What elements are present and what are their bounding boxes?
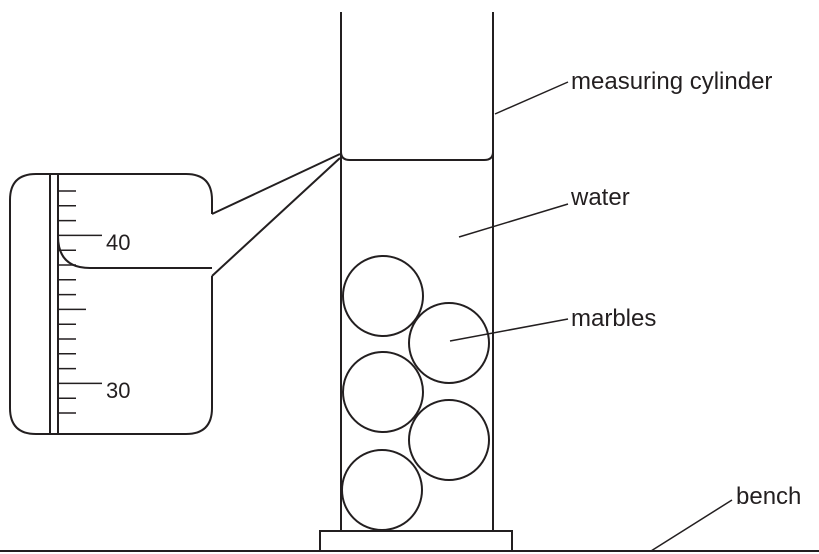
- marble: [408, 399, 490, 481]
- marble: [341, 449, 423, 531]
- callout-pointer-upper: [211, 153, 341, 215]
- scale-label-30: 30: [106, 378, 130, 403]
- magnified-scale-callout: 40 30: [9, 153, 341, 435]
- label-marbles: marbles: [571, 305, 656, 332]
- label-bench: bench: [736, 483, 801, 510]
- scale-label-40: 40: [106, 230, 130, 255]
- water-meniscus: [340, 151, 494, 161]
- marbles-group: [341, 255, 490, 531]
- label-measuring-cylinder: measuring cylinder: [571, 68, 772, 95]
- marble: [342, 255, 424, 337]
- leader-marbles: [449, 318, 569, 342]
- callout-pointer-lower: [211, 157, 341, 277]
- leader-water: [458, 203, 569, 238]
- magnified-meniscus: [57, 235, 212, 269]
- scale-ticks: [58, 190, 102, 414]
- label-water: water: [570, 184, 630, 211]
- callout-frame: [9, 173, 213, 435]
- marble: [408, 302, 490, 384]
- leader-measuring-cylinder: [494, 81, 569, 115]
- leader-bench: [650, 499, 733, 552]
- cylinder-base: [319, 530, 513, 552]
- marble: [342, 351, 424, 433]
